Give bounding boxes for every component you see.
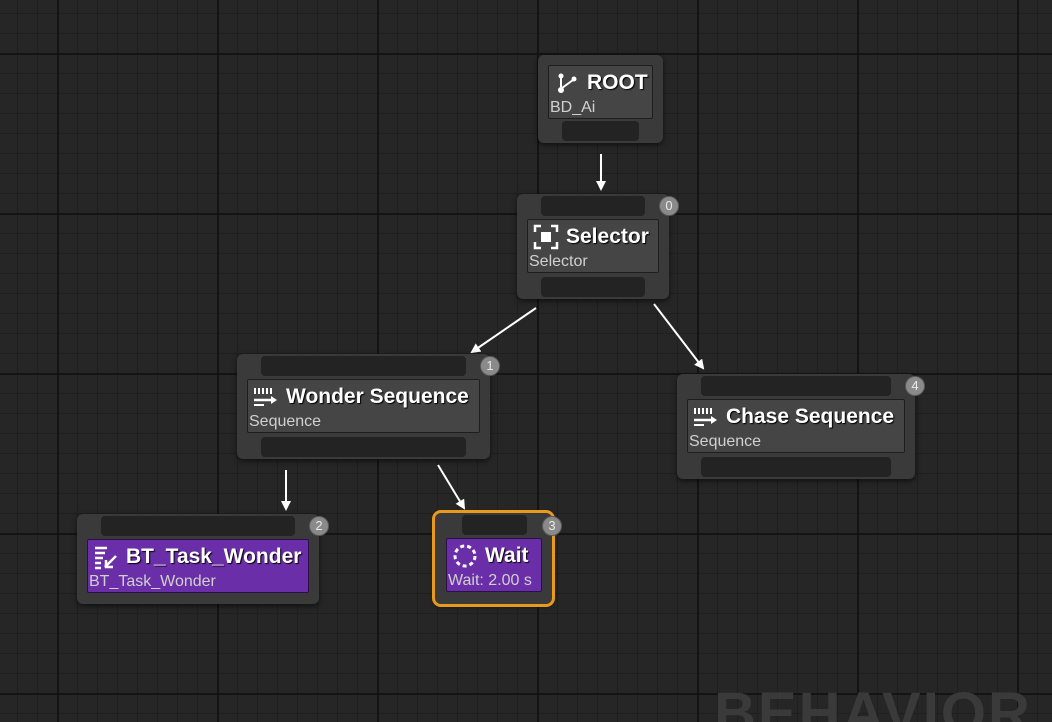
wait-node-subtitle: Wait: 2.00 s (448, 572, 532, 589)
chase-sequence-node-subtitle: Sequence (689, 433, 762, 450)
sequence-icon (694, 408, 717, 426)
bt-task-wonder-node-body: BT_Task_Wonder BT_Task_Wonder (87, 539, 309, 593)
behavior-tree-watermark: BEHAVIOR (714, 681, 1032, 722)
selector-node-body: Selector Selector (527, 219, 659, 273)
wonder-sequence-node-title-row: Wonder Sequence (252, 383, 469, 411)
wire-selector-to-wonder (470, 307, 537, 354)
chase-sequence-input-pin[interactable] (701, 376, 891, 396)
sequence-icon (254, 388, 277, 406)
chase-sequence-node-title: Chase Sequence (726, 405, 895, 428)
wait-node-body: Wait Wait: 2.00 s (446, 538, 542, 592)
wonder-sequence-output-pin[interactable] (261, 437, 466, 457)
selector-node-title-row: Selector (532, 223, 649, 251)
chase-sequence-node-title-row: Chase Sequence (692, 403, 894, 431)
chase-sequence-node-body: Chase Sequence Sequence (687, 399, 905, 453)
chase-sequence-execution-index-badge: 4 (905, 376, 925, 396)
wonder-sequence-node-subtitle: Sequence (249, 413, 322, 430)
wonder-sequence-input-pin[interactable] (261, 356, 466, 376)
root-output-pin[interactable] (562, 121, 639, 141)
wonder-sequence-node-body: Wonder Sequence Sequence (247, 379, 480, 433)
selector-node-title: Selector (566, 225, 649, 248)
wait-input-pin[interactable] (462, 515, 527, 535)
wait-icon (453, 544, 477, 568)
bt-task-wonder-input-pin[interactable] (101, 516, 295, 536)
wait-execution-index-badge: 3 (542, 516, 562, 536)
chase-sequence-output-pin[interactable] (701, 457, 891, 477)
wonder-sequence-node[interactable]: Wonder Sequence Sequence (237, 354, 490, 459)
selector-execution-index-badge: 0 (659, 196, 679, 216)
wire-wonder-to-wait (437, 464, 466, 510)
selector-node-subtitle: Selector (529, 253, 588, 270)
root-node[interactable]: ROOT BD_Ai (538, 55, 663, 143)
wonder-sequence-execution-index-badge: 1 (480, 356, 500, 376)
selector-input-pin[interactable] (541, 196, 645, 216)
selector-output-pin[interactable] (541, 277, 645, 297)
wait-node-title-row: Wait (451, 542, 529, 570)
bt-task-wonder-node-title: BT_Task_Wonder (126, 545, 302, 568)
root-tree-icon (558, 73, 577, 93)
selector-icon (533, 224, 559, 250)
bt-task-wonder-node-title-row: BT_Task_Wonder (92, 543, 301, 571)
wire-selector-to-chase (653, 303, 705, 370)
root-node-title: ROOT (587, 71, 648, 94)
chase-sequence-node[interactable]: Chase Sequence Sequence (677, 374, 915, 479)
bt-task-wonder-node[interactable]: BT_Task_Wonder BT_Task_Wonder (77, 514, 319, 604)
root-node-title-row: ROOT (553, 69, 648, 97)
wait-node[interactable]: Wait Wait: 2.00 s (432, 510, 555, 607)
task-icon (95, 546, 117, 570)
bt-task-wonder-execution-index-badge: 2 (309, 516, 329, 536)
bt-task-wonder-node-subtitle: BT_Task_Wonder (89, 573, 216, 590)
wonder-sequence-node-title: Wonder Sequence (286, 385, 469, 408)
wait-node-title: Wait (485, 544, 529, 567)
selector-node[interactable]: Selector Selector (517, 194, 669, 299)
root-node-subtitle: BD_Ai (550, 99, 596, 116)
root-node-body: ROOT BD_Ai (548, 65, 653, 119)
